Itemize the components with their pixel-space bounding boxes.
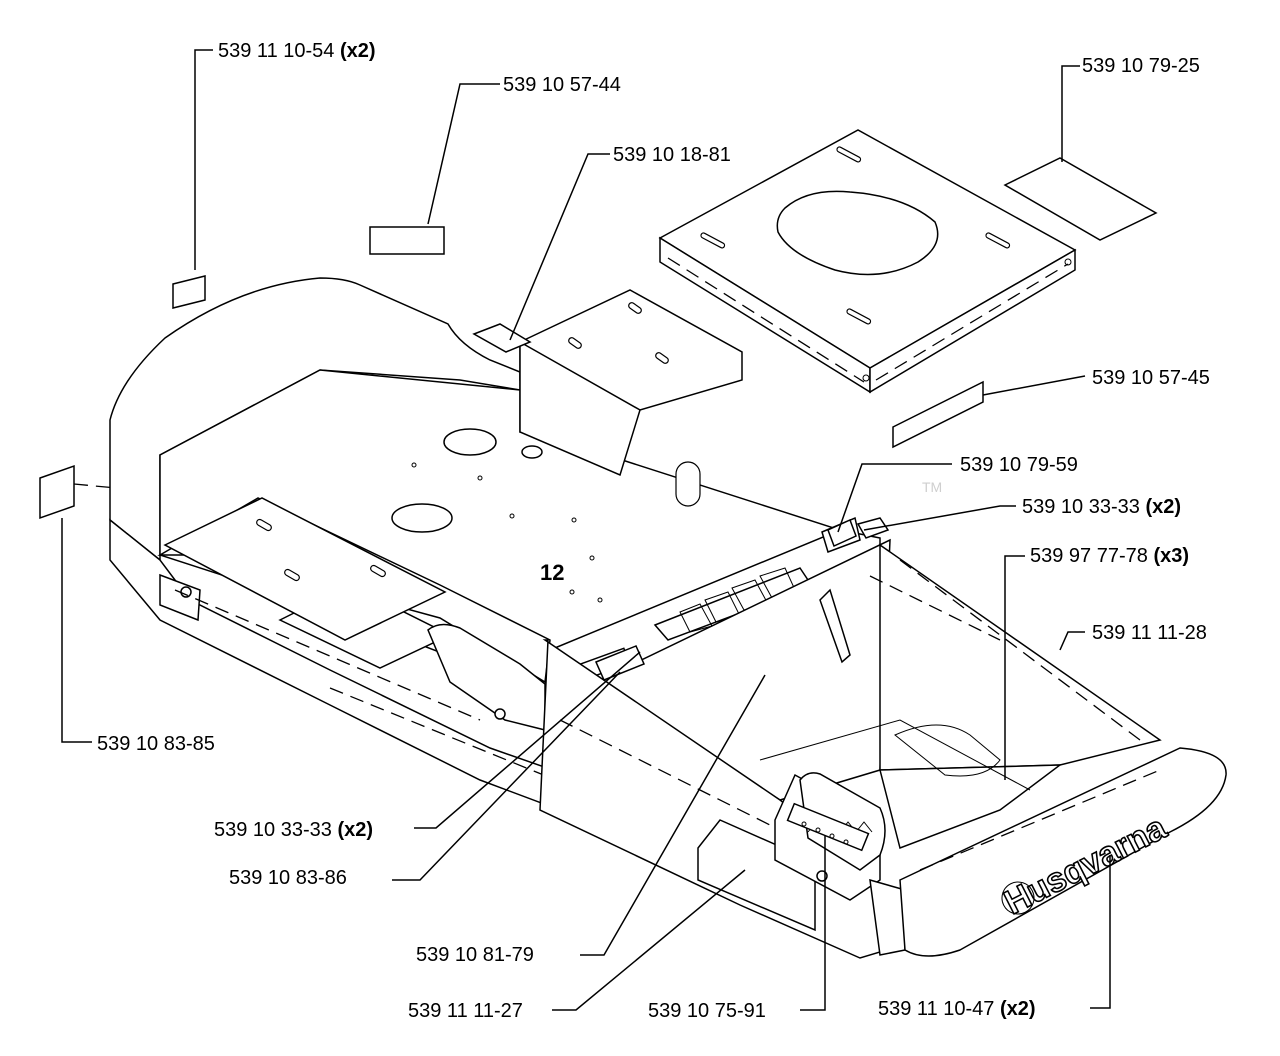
callout-4: 539 10 57-45 bbox=[1092, 367, 1210, 389]
seat-pan-part bbox=[658, 129, 1077, 394]
decal-539-10-79-59 bbox=[827, 518, 857, 548]
callout-12: 539 10 81-79 bbox=[416, 944, 534, 966]
decal-539-11-11-27 bbox=[697, 819, 816, 932]
leader-lines bbox=[61, 49, 1111, 1011]
decal-539-10-83-86 bbox=[594, 645, 646, 681]
decal-539-10-79-25 bbox=[1003, 157, 1158, 241]
callout-6: 539 10 33-33 (x2) bbox=[1022, 496, 1181, 518]
callout-3: 539 10 79-25 bbox=[1082, 55, 1200, 77]
decal-539-10-57-44 bbox=[369, 226, 445, 255]
callout-2: 539 10 18-81 bbox=[613, 144, 731, 166]
decal-539-10-57-45 bbox=[892, 380, 984, 449]
callout-15: 539 11 10-47 (x2) bbox=[878, 998, 1036, 1020]
callout-8: 539 11 11-28 bbox=[1092, 622, 1207, 644]
callout-10: 539 10 33-33 (x2) bbox=[214, 819, 373, 841]
callout-7: 539 97 77-78 (x3) bbox=[1030, 545, 1189, 567]
trademark-text: TM bbox=[922, 479, 942, 495]
callout-0: 539 11 10-54 (x2) bbox=[218, 40, 376, 62]
seat-box-part: Husqvarna bbox=[539, 538, 1227, 959]
callout-9: 539 10 83-85 bbox=[97, 733, 215, 755]
decal-539-11-10-47 bbox=[899, 747, 1227, 957]
decal-539-10-83-85 bbox=[39, 464, 75, 520]
callout-13: 539 11 11-27 bbox=[408, 1000, 523, 1022]
callout-11: 539 10 83-86 bbox=[229, 867, 347, 889]
callout-1: 539 10 57-44 bbox=[503, 74, 621, 96]
decal-539-10-18-81 bbox=[472, 323, 532, 353]
callout-5: 539 10 79-59 bbox=[960, 454, 1078, 476]
callout-14: 539 10 75-91 bbox=[648, 1000, 766, 1022]
decal-539-11-10-54 bbox=[172, 275, 206, 309]
chassis-part bbox=[109, 277, 867, 827]
item-number: 12 bbox=[540, 560, 564, 585]
